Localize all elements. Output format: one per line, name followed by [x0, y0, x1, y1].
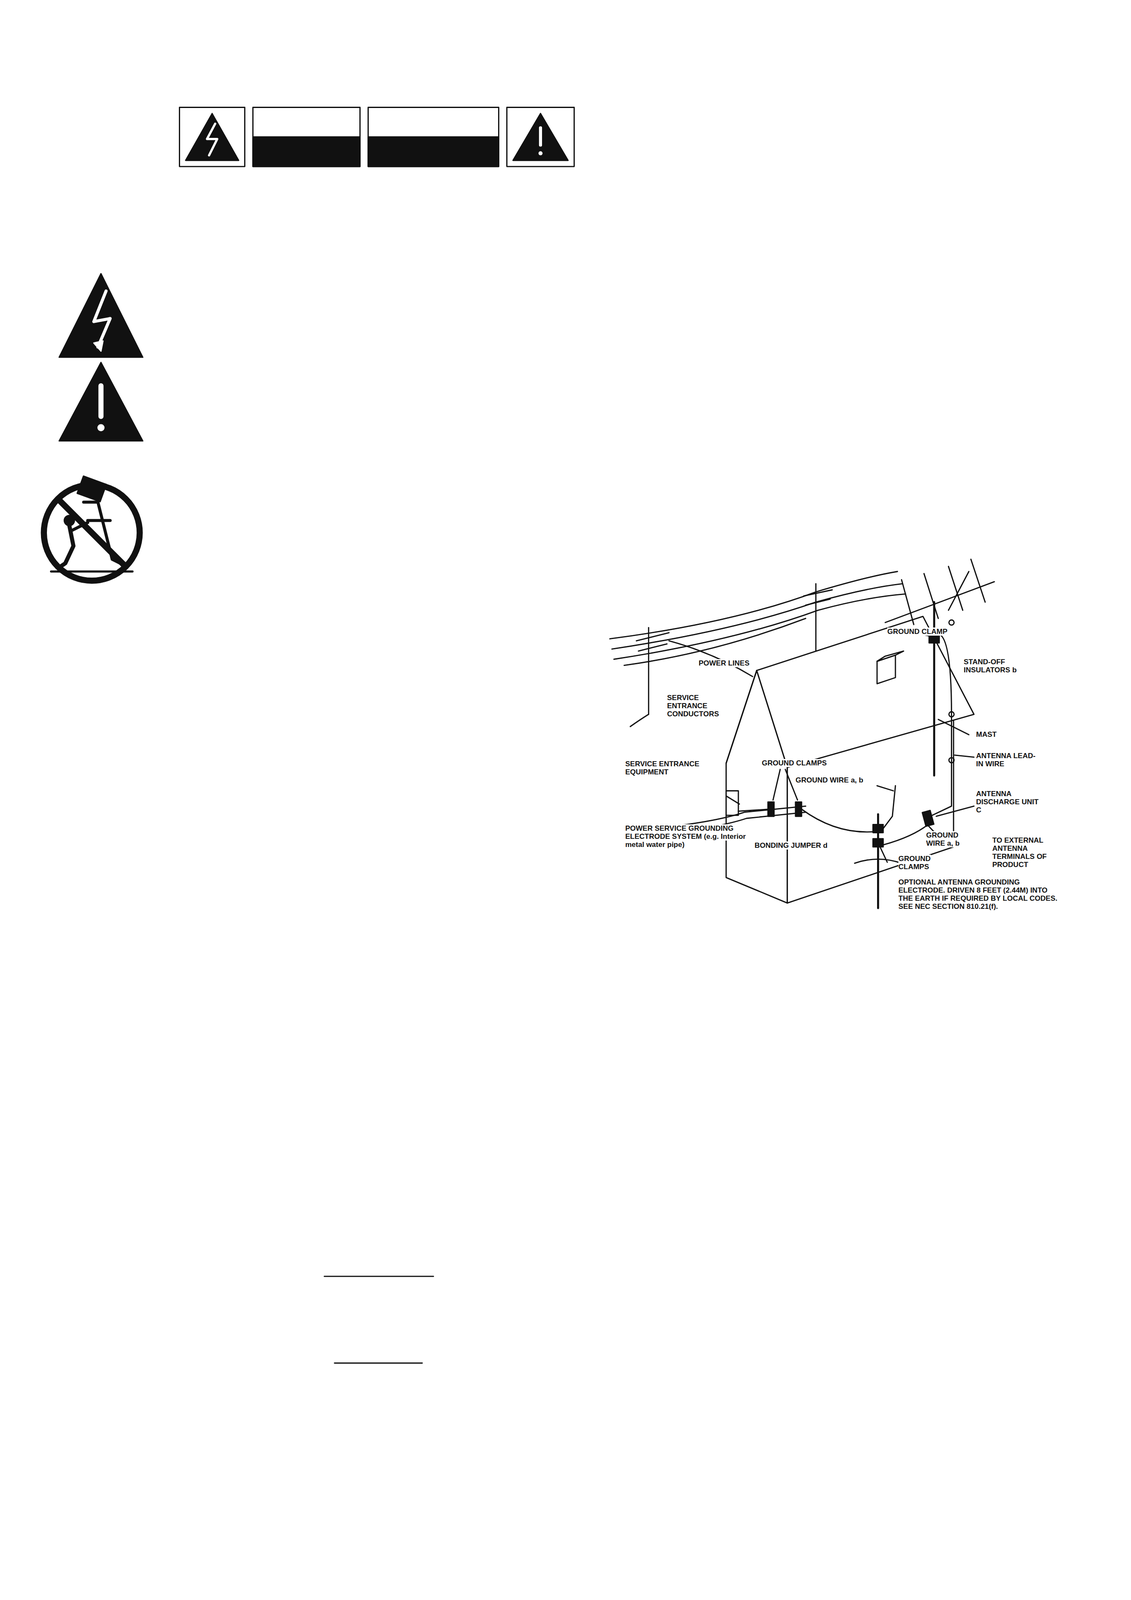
label-text: GROUND WIRE a, b: [795, 775, 864, 785]
label-text: SERVICE ENTRANCE EQUIPMENT: [625, 759, 700, 776]
warning-strip: [179, 107, 575, 167]
diagram-label: SERVICE ENTRANCE EQUIPMENT: [625, 759, 715, 776]
diagram-label: ANTENNA LEAD-IN WIRE: [976, 751, 1040, 768]
diagram-label: SERVICE ENTRANCE CONDUCTORS: [667, 693, 731, 718]
cart-tip-symbol: [43, 475, 140, 581]
caution-symbol: [59, 362, 143, 441]
label-text: BONDING JUMPER d: [754, 841, 828, 850]
label-text: GROUND CLAMPS: [761, 758, 827, 767]
antenna-grounding-illustration: [609, 559, 995, 908]
diagram-label: GROUND CLAMPS: [761, 758, 844, 767]
diagram-label: OPTIONAL ANTENNA GROUNDING ELECTRODE. DR…: [898, 877, 1062, 911]
shock-symbol: [59, 273, 143, 358]
diagram-label: MAST: [976, 730, 1018, 739]
diagram-label: GROUND WIRE a, b: [926, 830, 976, 848]
label-text: TO EXTERNAL ANTENNA TERMINALS OF PRODUCT: [992, 836, 1047, 869]
underline: [324, 1275, 434, 1277]
diagram-label: ANTENNA DISCHARGE UNIT C: [976, 789, 1040, 814]
label-text: STAND-OFF INSULATORS b: [963, 657, 1017, 674]
label-text: GROUND CLAMP: [887, 627, 948, 636]
diagram-label: POWER SERVICE GROUNDING ELECTRODE SYSTEM…: [625, 824, 753, 849]
underline: [334, 1362, 423, 1364]
label-text: SERVICE ENTRANCE CONDUCTORS: [667, 693, 720, 718]
label-text: MAST: [976, 730, 997, 739]
diagram-label: TO EXTERNAL ANTENNA TERMINALS OF PRODUCT: [992, 836, 1064, 869]
diagram-label: BONDING JUMPER d: [754, 841, 847, 850]
label-text: POWER LINES: [698, 658, 750, 668]
diagram-label: GROUND CLAMPS: [898, 854, 948, 871]
diagram-label: GROUND WIRE a, b: [795, 775, 888, 785]
diagram-label: STAND-OFF INSULATORS b: [963, 657, 1027, 674]
label-text: POWER SERVICE GROUNDING ELECTRODE SYSTEM…: [625, 824, 746, 849]
label-text: OPTIONAL ANTENNA GROUNDING ELECTRODE. DR…: [898, 877, 1058, 911]
diagram-label: GROUND CLAMP: [887, 627, 980, 636]
label-text: ANTENNA LEAD-IN WIRE: [976, 751, 1036, 768]
label-text: GROUND WIRE a, b: [926, 830, 960, 848]
label-text: ANTENNA DISCHARGE UNIT C: [976, 789, 1039, 814]
diagram-label: POWER LINES: [698, 658, 770, 668]
label-text: GROUND CLAMPS: [898, 854, 931, 871]
